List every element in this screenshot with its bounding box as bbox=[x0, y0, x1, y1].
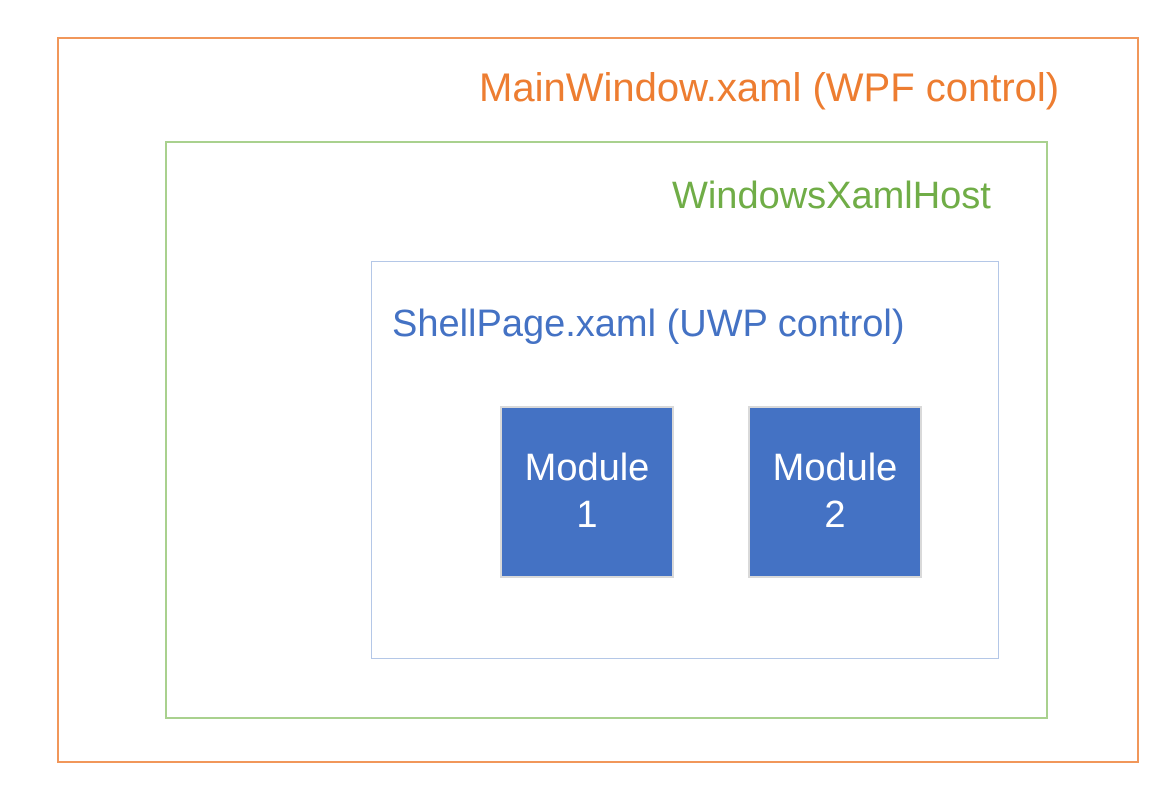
module-1-box: Module 1 bbox=[500, 406, 674, 578]
module-2-label: Module 2 bbox=[772, 446, 898, 537]
module-2-box: Module 2 bbox=[748, 406, 922, 578]
shellpage-uwp-box bbox=[371, 261, 999, 659]
shellpage-uwp-label: ShellPage.xaml (UWP control) bbox=[392, 303, 905, 345]
windowsxamlhost-label: WindowsXamlHost bbox=[672, 175, 991, 217]
module-1-label: Module 1 bbox=[524, 446, 650, 537]
mainwindow-wpf-label: MainWindow.xaml (WPF control) bbox=[479, 66, 1060, 110]
windowsxamlhost-box bbox=[165, 141, 1048, 719]
mainwindow-wpf-box bbox=[57, 37, 1139, 763]
